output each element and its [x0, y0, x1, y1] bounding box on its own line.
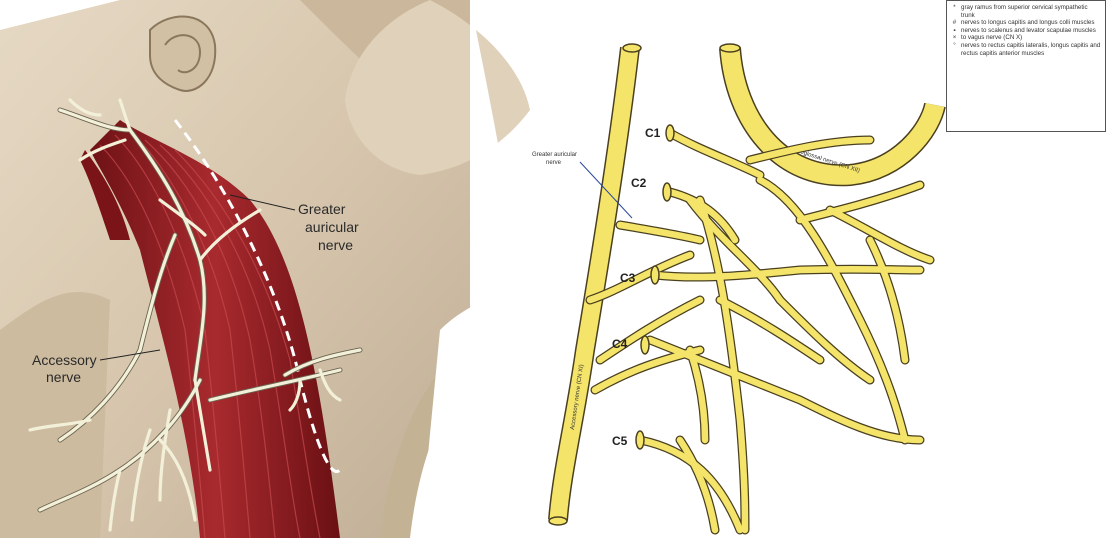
- legend-text: nerves to rectus capitis lateralis, long…: [961, 42, 1101, 57]
- neck-illustration: Greater auricular nerve Accessory nerve: [0, 0, 530, 538]
- ear-outline: [150, 16, 215, 90]
- accessory-label-2: nerve: [46, 369, 81, 385]
- legend-row-2: #nerves to longus capitis and longus col…: [951, 19, 1101, 27]
- level-label-c5: C5: [612, 434, 628, 448]
- root-c5: [636, 431, 644, 449]
- greater-auricular-right-label-2: nerve: [546, 160, 562, 166]
- legend-row-3: ▪nerves to scalenus and levator scapulae…: [951, 27, 1101, 35]
- root-c3: [651, 266, 659, 284]
- legend-mark: °: [951, 42, 958, 57]
- plexus-branches: [590, 133, 930, 530]
- legend-mark: *: [951, 4, 958, 19]
- legend-mark: ▪: [951, 27, 958, 35]
- greater-auricular-label-3: nerve: [318, 237, 353, 253]
- legend-mark: ×: [951, 34, 958, 42]
- legend-mark: #: [951, 19, 958, 27]
- greater-auricular-label-2: auricular: [305, 219, 359, 235]
- legend-text: gray ramus from superior cervical sympat…: [961, 4, 1101, 19]
- greater-auricular-label-1: Greater: [298, 201, 346, 217]
- level-label-c2: C2: [631, 176, 647, 190]
- level-label-c4: C4: [612, 337, 628, 351]
- legend-row-1: *gray ramus from superior cervical sympa…: [951, 4, 1101, 19]
- legend-row-5: °nerves to rectus capitis lateralis, lon…: [951, 42, 1101, 57]
- accessory-label-1: Accessory: [32, 352, 97, 368]
- level-label-c1: C1: [645, 126, 661, 140]
- cervical-plexus-diagram: Accessory nerve (CN XI) Hypoglossal nerv…: [532, 44, 935, 530]
- legend-row-4: ×to vagus nerve (CN X): [951, 34, 1101, 42]
- cervical-roots: [636, 125, 674, 449]
- greater-auricular-right-label-1: Greater auricular: [532, 152, 577, 158]
- legend-text: nerves to scalenus and levator scapulae …: [961, 27, 1096, 35]
- root-c1: [666, 125, 674, 141]
- root-c2: [663, 183, 671, 201]
- legend-box: *gray ramus from superior cervical sympa…: [946, 0, 1106, 132]
- level-label-c3: C3: [620, 271, 636, 285]
- legend-text: to vagus nerve (CN X): [961, 34, 1022, 42]
- root-c4: [641, 336, 649, 354]
- legend-text: nerves to longus capitis and longus coll…: [961, 19, 1094, 27]
